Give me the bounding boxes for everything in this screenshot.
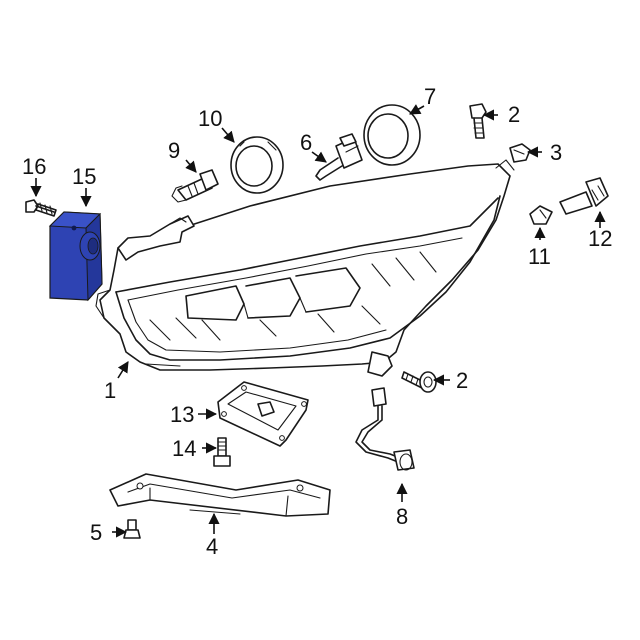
control-module-highlighted bbox=[48, 211, 103, 302]
callout-3: 3 bbox=[550, 140, 562, 165]
callout-labels: 1 2 2 3 4 5 6 7 8 9 10 11 12 13 14 15 16 bbox=[22, 84, 612, 559]
callout-11: 11 bbox=[528, 244, 551, 269]
callout-14: 14 bbox=[172, 436, 196, 461]
callout-2-right: 2 bbox=[456, 368, 468, 393]
bracket-13 bbox=[217, 381, 309, 447]
clip-3 bbox=[509, 143, 531, 163]
socket-12 bbox=[559, 177, 609, 215]
screw-14 bbox=[213, 437, 231, 467]
callout-12: 12 bbox=[588, 226, 612, 251]
bulb-11 bbox=[529, 205, 553, 225]
callout-4: 4 bbox=[206, 534, 218, 559]
headlamp-assembly bbox=[95, 159, 515, 377]
callout-16: 16 bbox=[22, 154, 46, 179]
wiring-harness-8 bbox=[355, 387, 415, 471]
leader-lines bbox=[30, 104, 606, 538]
bolt-5 bbox=[123, 519, 141, 539]
screw-16 bbox=[25, 199, 57, 217]
bolt-2-right bbox=[401, 371, 437, 393]
callout-5: 5 bbox=[90, 520, 102, 545]
support-bracket-4 bbox=[109, 473, 331, 517]
callout-13: 13 bbox=[170, 402, 194, 427]
ring-seal-7 bbox=[363, 104, 421, 166]
callout-6: 6 bbox=[300, 130, 312, 155]
ring-seal-10 bbox=[230, 136, 284, 194]
callout-9: 9 bbox=[168, 138, 180, 163]
callout-1: 1 bbox=[104, 378, 116, 403]
callout-2-top: 2 bbox=[508, 102, 520, 127]
callout-10: 10 bbox=[198, 106, 222, 131]
bolt-2-top bbox=[469, 103, 487, 139]
bulb-6 bbox=[315, 133, 363, 181]
callout-8: 8 bbox=[396, 504, 408, 529]
callout-15: 15 bbox=[72, 164, 96, 189]
bulb-9 bbox=[171, 169, 219, 203]
callout-7: 7 bbox=[424, 84, 436, 109]
